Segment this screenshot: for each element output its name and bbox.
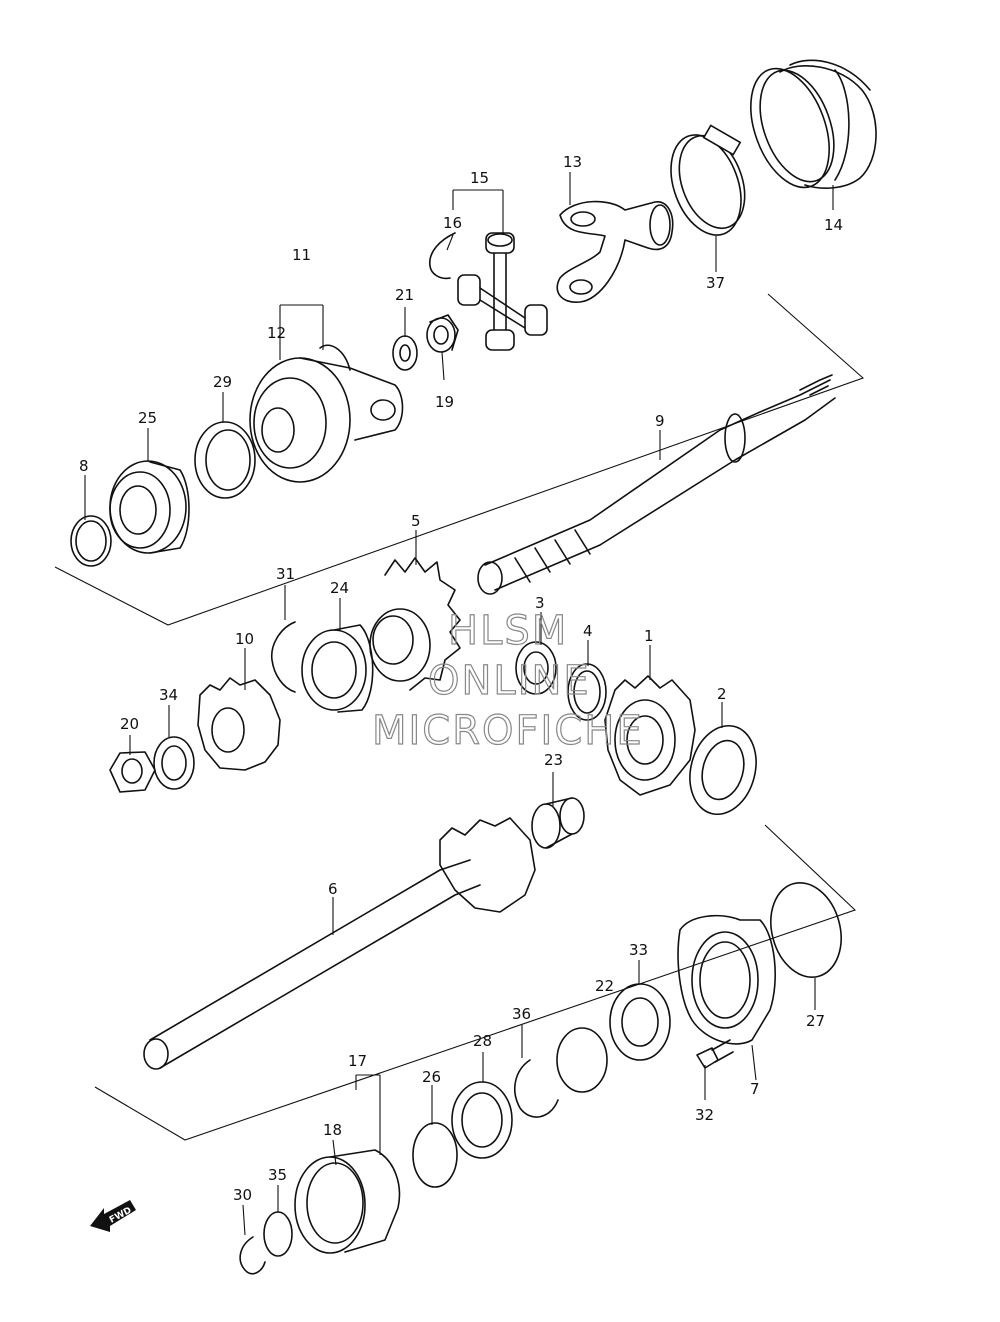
callout-29: 29 bbox=[213, 373, 232, 391]
callout-9: 9 bbox=[655, 412, 665, 430]
upper-group-frame bbox=[54, 293, 865, 626]
part-11-flange-yoke bbox=[249, 344, 404, 483]
callout-34: 34 bbox=[159, 686, 178, 704]
part-23-needle-bearing bbox=[531, 797, 585, 849]
callout-27: 27 bbox=[806, 1012, 825, 1030]
callout-12: 12 bbox=[267, 324, 286, 342]
part-28-seal bbox=[451, 1081, 513, 1159]
callout-31: 31 bbox=[276, 565, 295, 583]
part-29-oil-seal bbox=[194, 421, 256, 499]
part-24-bearing bbox=[301, 624, 374, 713]
part-10-gear bbox=[197, 677, 281, 771]
callout-6: 6 bbox=[328, 880, 338, 898]
callout-2: 2 bbox=[717, 685, 727, 703]
callout-33: 33 bbox=[629, 941, 648, 959]
callout-28: 28 bbox=[473, 1032, 492, 1050]
part-6-countershaft bbox=[143, 817, 536, 1070]
callout-3: 3 bbox=[535, 594, 545, 612]
part-21-washer bbox=[392, 335, 418, 371]
part-27-o-ring bbox=[770, 882, 842, 978]
part-34-washer bbox=[153, 736, 195, 790]
part-14-boot bbox=[750, 59, 877, 189]
part-31-circlip bbox=[270, 621, 296, 693]
part-33-bearing bbox=[609, 983, 671, 1061]
callout-16: 16 bbox=[443, 214, 462, 232]
part-2-shim bbox=[689, 724, 757, 816]
part-13-yoke bbox=[556, 200, 674, 303]
callout-23: 23 bbox=[544, 751, 563, 769]
callout-14: 14 bbox=[824, 216, 843, 234]
callout-22: 22 bbox=[595, 977, 614, 995]
callout-36: 36 bbox=[512, 1005, 531, 1023]
part-19-bearing-cup bbox=[426, 314, 459, 353]
part-7-housing bbox=[677, 914, 776, 1045]
callout-24: 24 bbox=[330, 579, 349, 597]
callout-26: 26 bbox=[422, 1068, 441, 1086]
callout-5: 5 bbox=[411, 512, 421, 530]
lower-group-frame bbox=[94, 824, 857, 1141]
part-17-cup bbox=[294, 1149, 401, 1254]
fwd-arrow-icon: FWD bbox=[90, 1200, 136, 1232]
part-22-ring bbox=[556, 1027, 608, 1093]
part-3-bushing bbox=[515, 641, 557, 695]
part-8-washer bbox=[70, 515, 112, 567]
callout-19: 19 bbox=[435, 393, 454, 411]
part-26-o-ring bbox=[412, 1122, 458, 1188]
callout-25: 25 bbox=[138, 409, 157, 427]
callout-4: 4 bbox=[583, 622, 593, 640]
callout-21: 21 bbox=[395, 286, 414, 304]
callout-13: 13 bbox=[563, 153, 582, 171]
watermark-line-3: MICROFICHE bbox=[372, 708, 644, 754]
callout-1: 1 bbox=[644, 627, 654, 645]
part-36-circlip bbox=[514, 1059, 559, 1118]
callout-18: 18 bbox=[323, 1121, 342, 1139]
part-35-ring bbox=[263, 1211, 293, 1257]
part-37-clamp bbox=[670, 124, 746, 236]
callout-30: 30 bbox=[233, 1186, 252, 1204]
callout-20: 20 bbox=[120, 715, 139, 733]
callout-7: 7 bbox=[750, 1080, 760, 1098]
part-20-nut bbox=[109, 751, 156, 793]
callout-35: 35 bbox=[268, 1166, 287, 1184]
callout-11: 11 bbox=[292, 246, 311, 264]
callout-17: 17 bbox=[348, 1052, 367, 1070]
callout-32: 32 bbox=[695, 1106, 714, 1124]
part-9-shaft bbox=[477, 374, 836, 595]
callout-10: 10 bbox=[235, 630, 254, 648]
callout-37: 37 bbox=[706, 274, 725, 292]
callout-15: 15 bbox=[470, 169, 489, 187]
part-16-circlip bbox=[429, 232, 456, 280]
part-32-bolt bbox=[696, 1039, 734, 1069]
part-25-bearing bbox=[109, 460, 190, 554]
leader-lines bbox=[84, 172, 834, 1236]
callout-labels: 1 2 3 4 5 6 7 8 9 10 11 12 13 14 15 16 1… bbox=[79, 153, 843, 1204]
part-4-washer bbox=[567, 663, 607, 721]
part-15-universal-joint bbox=[457, 232, 548, 351]
callout-8: 8 bbox=[79, 457, 89, 475]
part-30-circlip bbox=[239, 1236, 266, 1275]
watermark-line-2: ONLINE bbox=[428, 658, 591, 704]
watermark: HLSM ONLINE MICROFICHE bbox=[371, 607, 644, 754]
part-1-bevel-gear bbox=[604, 675, 696, 796]
watermark-line-1: HLSM bbox=[448, 608, 568, 654]
